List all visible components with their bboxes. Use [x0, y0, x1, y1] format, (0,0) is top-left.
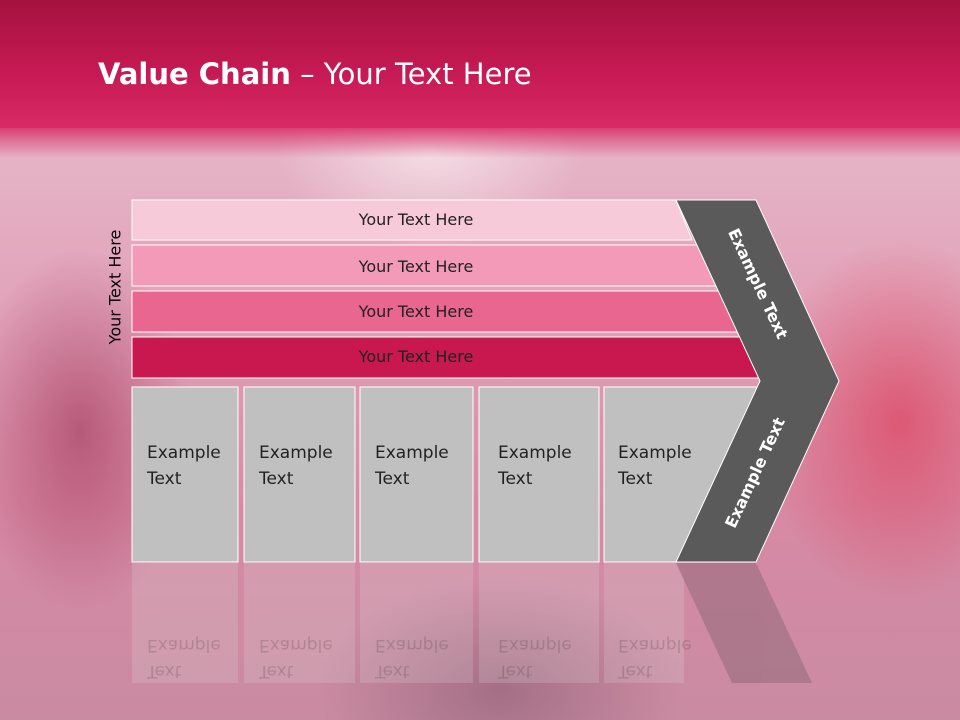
- reflection-text-4: Text Example: [498, 632, 572, 684]
- cell-box-2[interactable]: [243, 386, 356, 563]
- reflection-3-line1: Example: [375, 635, 449, 655]
- row-label-4: Your Text Here: [358, 347, 474, 366]
- cell-5-line1: Example: [618, 443, 692, 463]
- reflection-text-1: Text Example: [147, 632, 221, 684]
- reflection-5-line2: Text: [618, 661, 653, 681]
- cell-box-4[interactable]: [478, 386, 600, 563]
- cell-3-line2: Text: [375, 469, 410, 489]
- reflection-1-line1: Example: [147, 635, 221, 655]
- row-label-3: Your Text Here: [358, 302, 474, 321]
- row-label-1: Your Text Here: [358, 210, 474, 229]
- cell-2-line1: Example: [259, 443, 333, 463]
- cell-2-line2: Text: [259, 469, 294, 489]
- slide-title: Value Chain – Your Text Here: [98, 54, 532, 94]
- cell-text-2: Example Text: [259, 440, 333, 492]
- chevron-arrow[interactable]: [675, 199, 840, 563]
- cell-text-4: Example Text: [498, 440, 572, 492]
- header-bar: [0, 0, 960, 128]
- reflection-4-line2: Text: [498, 661, 533, 681]
- reflection-5-line1: Example: [618, 635, 692, 655]
- reflection-text-5: Text Example: [618, 632, 692, 684]
- row-bar-1[interactable]: [131, 199, 693, 241]
- reflection-2-line2: Text: [259, 661, 294, 681]
- title-bold: Value Chain: [98, 57, 291, 91]
- reflection-4-line1: Example: [498, 635, 572, 655]
- cell-box-3[interactable]: [359, 386, 474, 563]
- reflection-text-3: Text Example: [375, 632, 449, 684]
- cell-text-5: Example Text: [618, 440, 692, 492]
- reflection-1-line2: Text: [147, 661, 182, 681]
- cell-1-line1: Example: [147, 443, 221, 463]
- cell-1-line2: Text: [147, 469, 182, 489]
- cell-3-line1: Example: [375, 443, 449, 463]
- cell-box-1[interactable]: [131, 386, 239, 563]
- cell-4-line1: Example: [498, 443, 572, 463]
- cell-5-line2: Text: [618, 469, 653, 489]
- reflection: [132, 563, 812, 683]
- reflection-2-line1: Example: [259, 635, 333, 655]
- cell-text-1: Example Text: [147, 440, 221, 492]
- header-fade: [0, 128, 960, 158]
- cell-text-3: Example Text: [375, 440, 449, 492]
- title-rest: – Your Text Here: [290, 57, 532, 91]
- row-label-2: Your Text Here: [358, 257, 474, 276]
- reflection-3-line2: Text: [375, 661, 410, 681]
- cell-4-line2: Text: [498, 469, 533, 489]
- reflection-text-2: Text Example: [259, 632, 333, 684]
